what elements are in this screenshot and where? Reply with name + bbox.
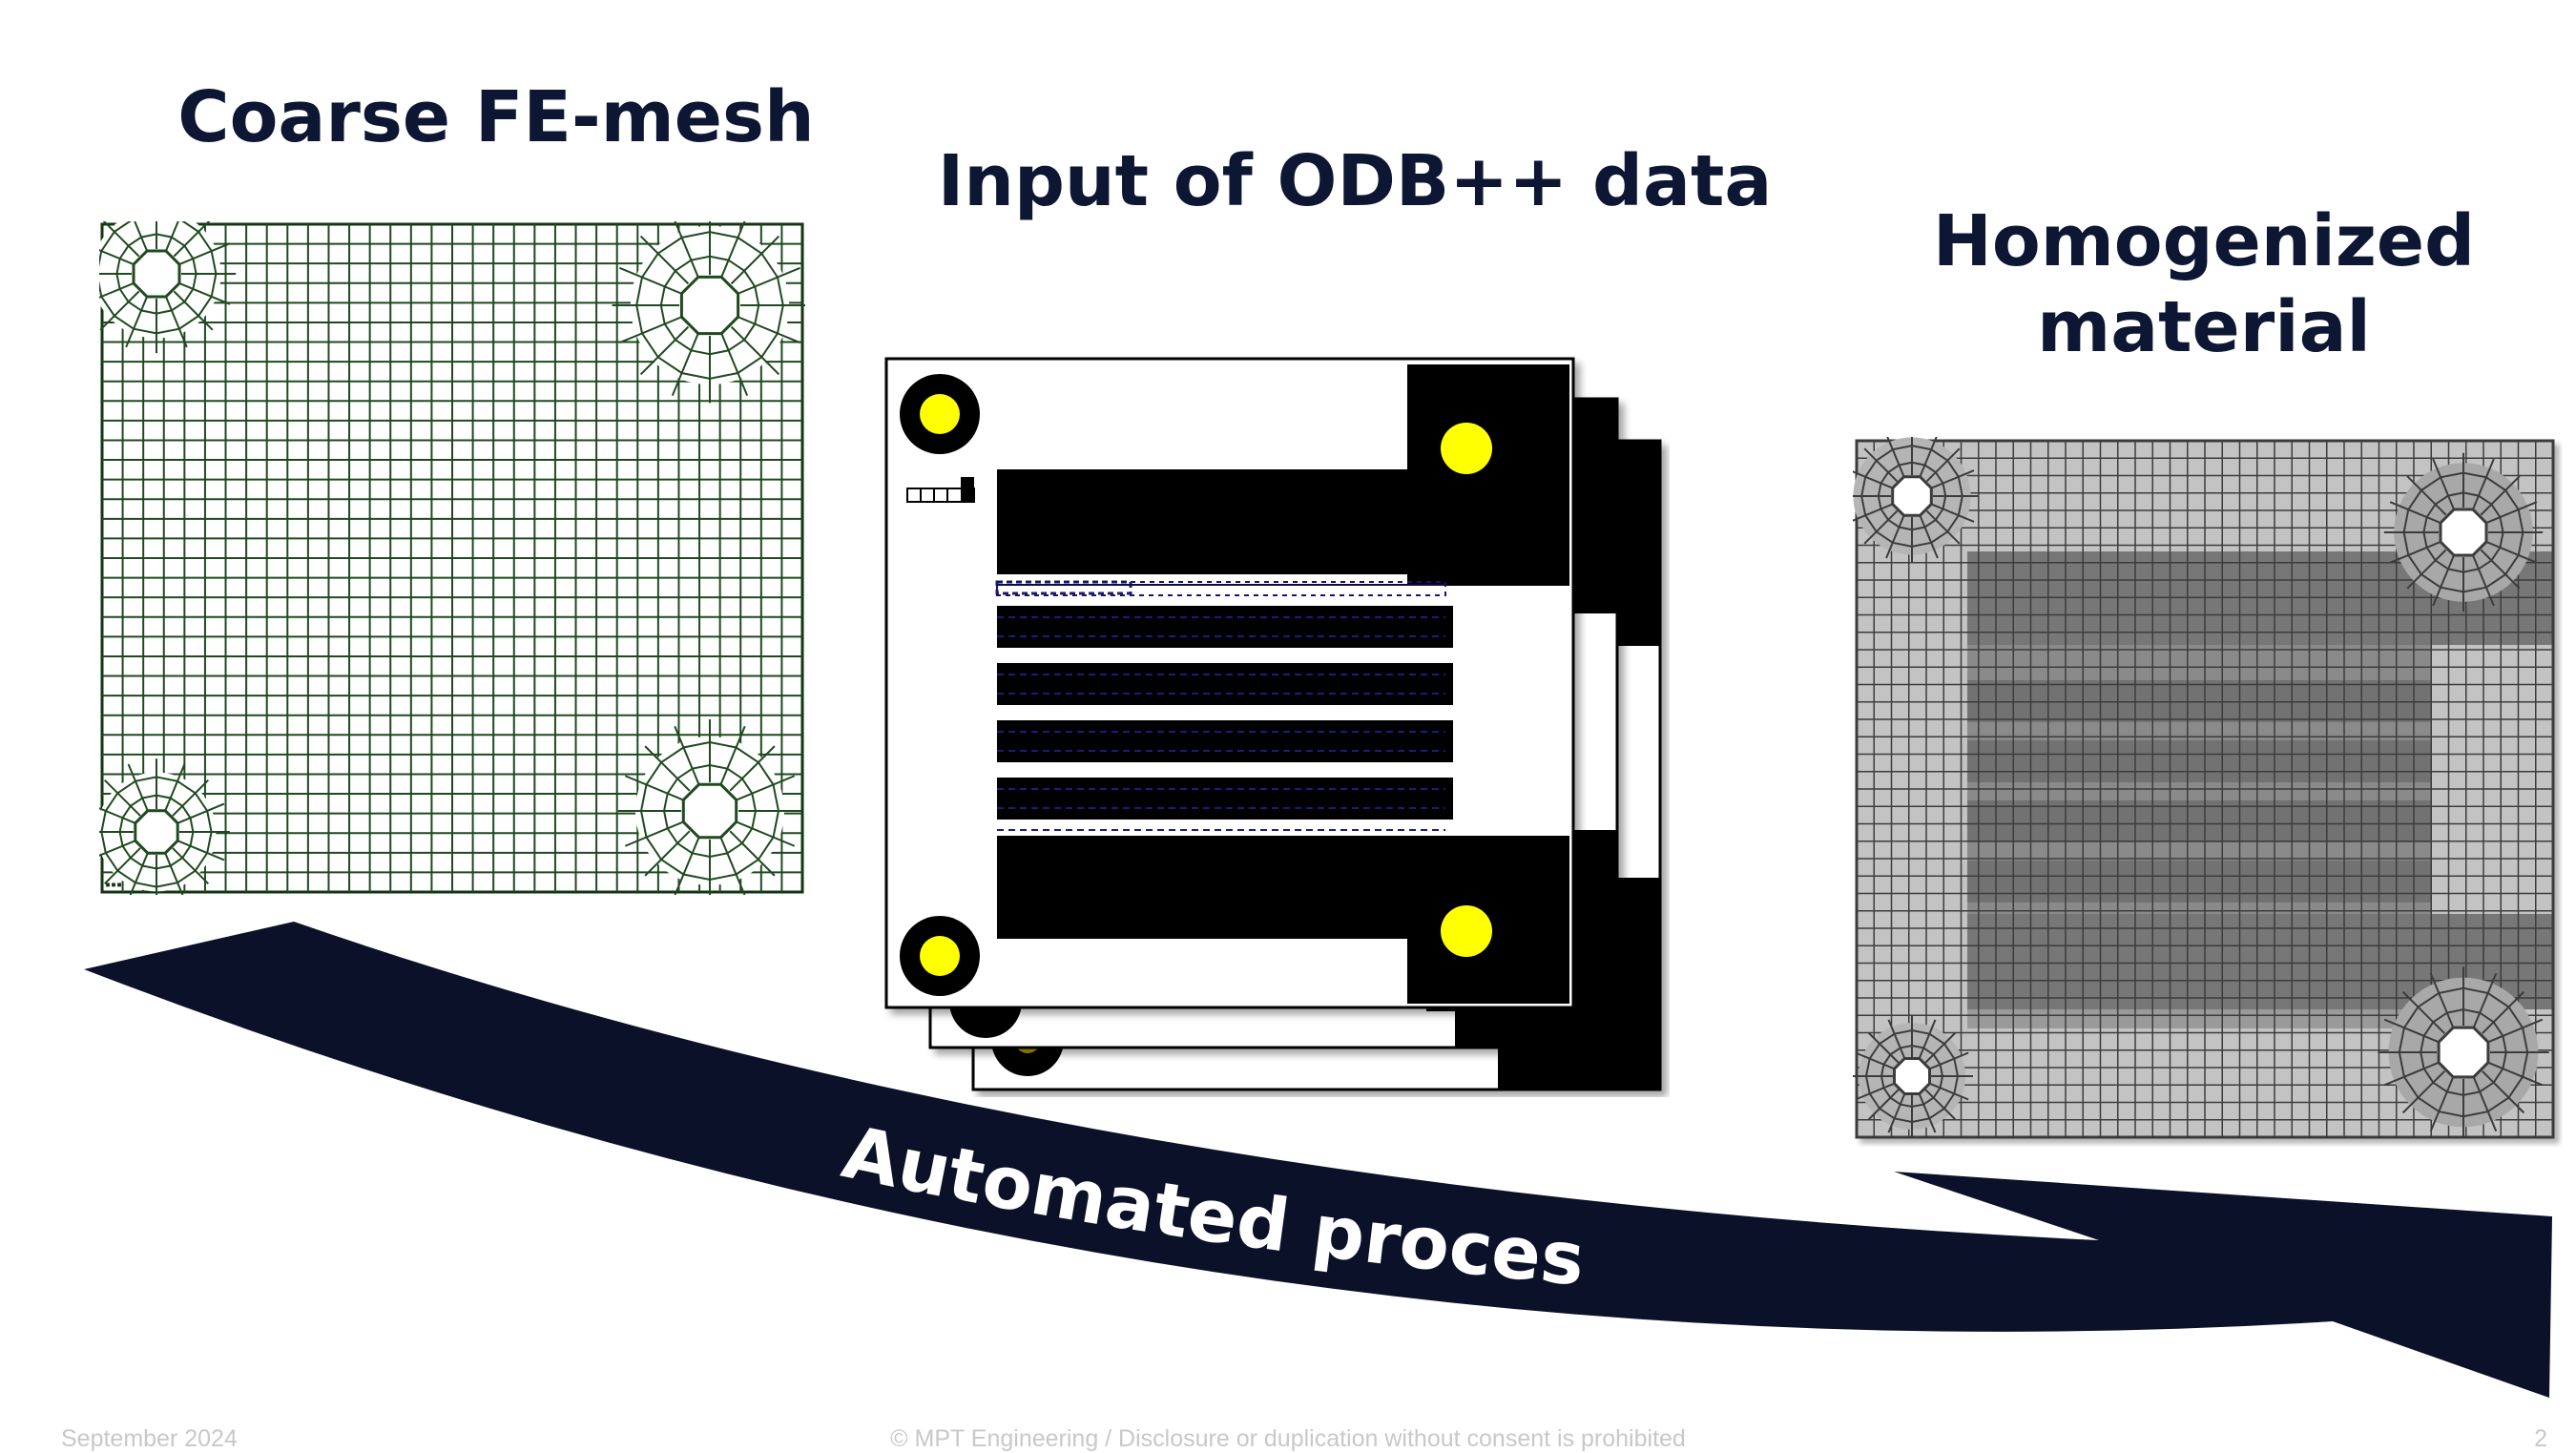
coarse-fe-mesh-title: Coarse FE-mesh	[177, 76, 815, 158]
homogenized-title-line-2: material	[2037, 286, 2371, 369]
footer-date: September 2024	[61, 1425, 238, 1452]
odb-layer-stack	[884, 357, 1662, 1091]
footer-copyright: © MPT Engineering / Disclosure or duplic…	[890, 1425, 1686, 1452]
homogenized-material-title: Homogenized material	[1889, 198, 2519, 371]
odb-input-title: Input of ODB++ data	[937, 140, 1773, 222]
page-number: 2	[2534, 1425, 2547, 1452]
coarse-fe-mesh-diagram: ▪▪▪	[99, 221, 805, 895]
homogenized-material-diagram	[1853, 437, 2555, 1139]
odb-layer-front	[884, 357, 1575, 1009]
svg-text:▪▪▪: ▪▪▪	[105, 880, 122, 890]
homogenized-title-line-1: Homogenized	[1932, 200, 2476, 282]
process-arrow-shape	[84, 922, 2552, 1398]
